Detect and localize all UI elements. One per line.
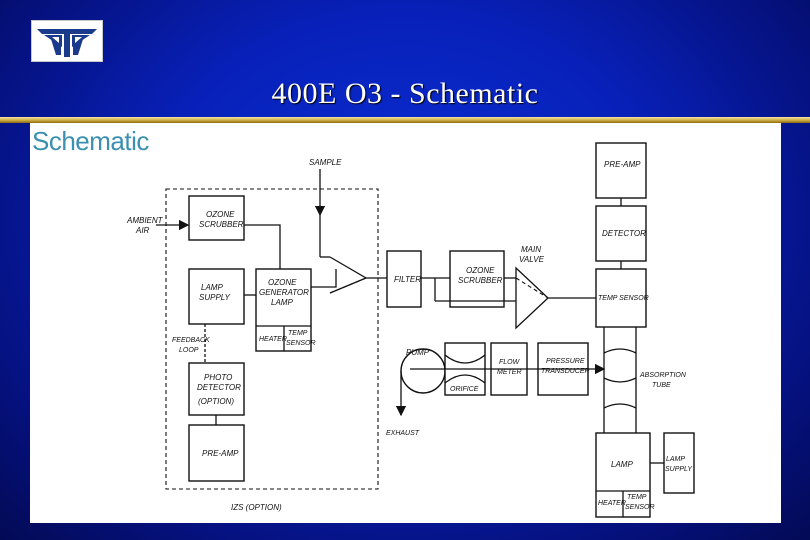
temp-sensor <box>595 268 647 328</box>
flow-meter-label-2: METER <box>497 369 522 376</box>
main-temp-label-2: SENSOR <box>625 504 655 511</box>
sample-label: SAMPLE <box>309 158 342 167</box>
flow-meter-label-1: FLOW <box>499 359 521 366</box>
izs-preamp <box>188 424 245 482</box>
main-ozone-scrubber-label-1: OZONE <box>466 266 495 275</box>
panel-heading: Schematic <box>32 126 149 156</box>
ozone-gen-label-2: GENERATOR <box>259 288 309 297</box>
main-heater-label: HEATER <box>598 500 626 507</box>
izs-heater-label: HEATER <box>259 336 287 343</box>
exhaust-label: EXHAUST <box>386 430 420 437</box>
main-valve-label-1: MAIN <box>521 245 541 254</box>
schematic-diagram: SAMPLE AMBIENT AIR OZONE SCRUBBER LAMP S… <box>126 142 695 518</box>
main-lamp-supply-label-1: LAMP <box>666 456 685 463</box>
ozone-gen-label-1: OZONE <box>268 278 297 287</box>
pump-label: PUMP <box>406 348 430 357</box>
feedback-label-2: LOOP <box>179 347 199 354</box>
title-divider <box>0 117 810 123</box>
filter-label: FILTER <box>394 275 421 284</box>
ambient-air-label-1: AMBIENT <box>126 216 164 225</box>
izs-preamp-label: PRE-AMP <box>202 449 239 458</box>
slide-title: 400E O3 - Schematic <box>271 77 539 110</box>
izs-temp-label-1: TEMP <box>288 330 308 337</box>
absorption-label-2: TUBE <box>652 382 671 389</box>
izs-enclosure <box>165 188 379 490</box>
main-temp-label-1: TEMP <box>627 494 647 501</box>
main-ozone-scrubber <box>449 250 505 308</box>
izs-lamp-supply <box>188 268 245 325</box>
pressure-label-1: PRESSURE <box>546 358 585 365</box>
pressure-label-2: TRANSDUCER <box>541 368 590 375</box>
orifice-label: ORIFICE <box>450 386 479 393</box>
teledyne-logo-icon <box>31 20 103 62</box>
schematic-panel: SAMPLE AMBIENT AIR OZONE SCRUBBER LAMP S… <box>30 123 781 523</box>
temp-sensor-label: TEMP SENSOR <box>598 295 649 302</box>
izs-ozone-scrubber-label-2: SCRUBBER <box>199 220 244 229</box>
detector-label: DETECTOR <box>602 229 646 238</box>
detector <box>595 205 647 262</box>
main-ozone-scrubber-label-2: SCRUBBER <box>458 276 503 285</box>
main-lamp-supply-label-2: SUPPLY <box>665 466 693 473</box>
main-preamp <box>595 142 647 199</box>
ozone-gen-label-3: LAMP <box>271 298 293 307</box>
photo-label-1: PHOTO <box>204 373 232 382</box>
izs-label: IZS (OPTION) <box>231 503 282 512</box>
izs-ozone-scrubber-label-1: OZONE <box>206 210 235 219</box>
photo-label-2: DETECTOR <box>197 383 241 392</box>
main-lamp-supply <box>663 432 695 494</box>
izs-temp-label-2: SENSOR <box>286 340 316 347</box>
main-preamp-label: PRE-AMP <box>604 160 641 169</box>
feedback-label-1: FEEDBACK <box>172 337 210 344</box>
main-lamp-label: LAMP <box>611 460 633 469</box>
photo-label-3: (OPTION) <box>198 397 234 406</box>
izs-ozone-scrubber <box>188 195 245 241</box>
ambient-air-label-2: AIR <box>135 226 150 235</box>
filter <box>386 250 422 308</box>
izs-lamp-supply-label-2: SUPPLY <box>199 293 231 302</box>
main-valve-label-2: VALVE <box>519 255 545 264</box>
photo-detector <box>188 362 245 416</box>
absorption-label-1: ABSORPTION <box>639 372 687 379</box>
izs-lamp-supply-label-1: LAMP <box>201 283 223 292</box>
